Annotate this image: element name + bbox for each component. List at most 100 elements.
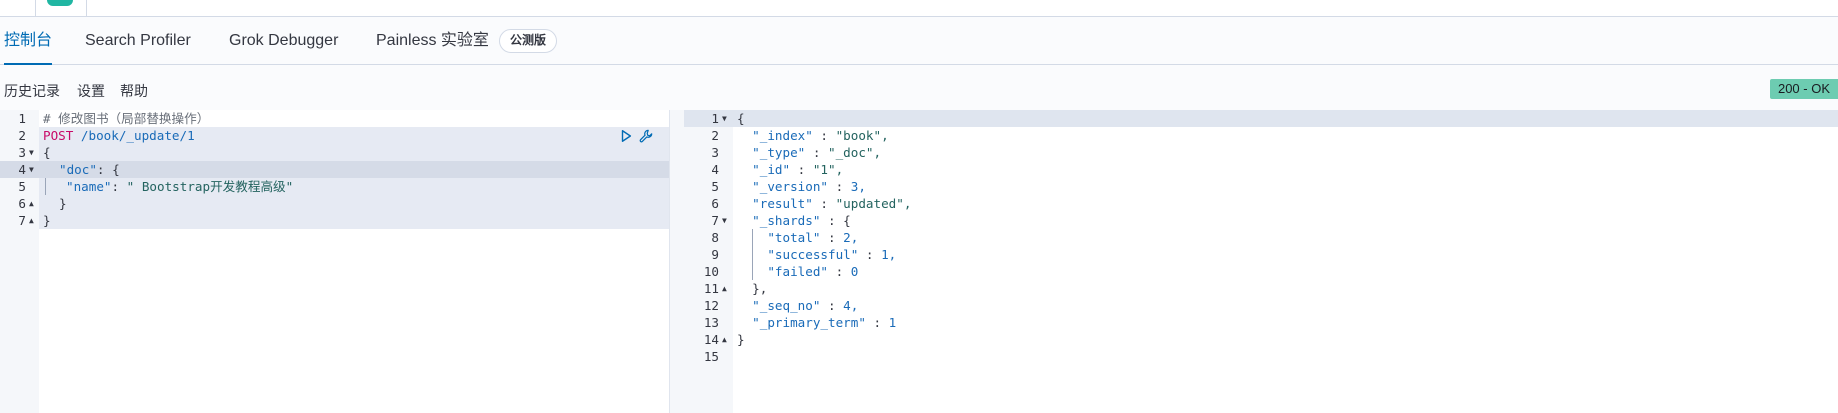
tab-bar: 控制台 Search Profiler Grok Debugger Painle… [0,17,1838,65]
json-string: "1", [812,162,844,177]
active-line-gutter [684,110,733,127]
status-badge: 200 - OK [1769,79,1838,99]
json-number: 2, [843,230,859,245]
json-punct: : [820,213,844,228]
response-line-11: }, [737,280,767,297]
active-line [733,110,1838,127]
fold-arrow-icon[interactable]: ▲ [722,284,727,293]
line-number: 14 [703,332,719,347]
json-key: "failed" [767,264,829,279]
console-menu: 历史记录 设置 帮助 200 - OK [0,65,1838,110]
json-number: 4, [843,298,859,313]
json-key: "_shards" [752,213,821,228]
json-punct: : [812,128,836,143]
json-string: "updated", [835,196,912,211]
active-line [39,161,669,178]
code-line-4: "doc": { [59,161,120,178]
response-line-10: "failed" : 0 [737,263,858,280]
brace: }, [752,281,768,296]
line-number: 6 [18,196,26,211]
line-number: 15 [703,349,719,364]
json-punct: : [820,298,844,313]
brace: { [43,145,51,160]
json-key: "_version" [752,179,828,194]
tab-grok-debugger[interactable]: Grok Debugger [229,32,339,49]
json-key: "_type" [752,145,806,160]
indent [737,264,767,279]
request-editor[interactable]: 1 2 3 ▼ 4 ▼ 5 6 ▲ 7 ▲ # 修改图书（局部替换操作） POS… [0,110,669,413]
json-punct: : [812,196,836,211]
settings-link[interactable]: 设置 [77,83,105,99]
play-icon[interactable] [619,129,633,143]
json-key: "_index" [752,128,813,143]
json-key: "result" [752,196,813,211]
line-number: 2 [18,128,26,143]
pane-resizer[interactable] [669,110,685,413]
tab-painless-lab[interactable]: Painless 实验室 [376,32,489,49]
response-line-4: "_id" : "1", [737,161,843,178]
json-punct: : { [96,162,120,177]
response-line-13: "_primary_term" : 1 [737,314,896,331]
json-punct: : [828,179,851,194]
line-number: 9 [711,247,719,262]
response-line-2: "_index" : "book", [737,127,889,144]
help-link[interactable]: 帮助 [120,83,148,99]
line-number: 11 [703,281,719,296]
fold-arrow-icon[interactable]: ▼ [722,114,727,123]
line-number: 1 [18,111,26,126]
fold-arrow-icon[interactable]: ▲ [29,216,34,225]
line-number: 4 [18,162,26,177]
json-key: "name" [66,179,112,194]
request-url: /book/_update/1 [73,128,195,143]
response-line-6: "result" : "updated", [737,195,911,212]
fold-arrow-icon[interactable]: ▼ [29,165,34,174]
indent [737,128,752,143]
line-number: 5 [711,179,719,194]
brace: } [59,196,67,211]
line-number: 10 [703,264,719,279]
code-line-2: POST /book/_update/1 [43,127,195,144]
comment-text: # 修改图书（局部替换操作） [43,111,210,126]
response-line-14: } [737,331,745,348]
response-code: { "_index" : "book", "_type" : "_doc", "… [733,110,1838,413]
response-line-1: { [737,110,745,127]
http-method: POST [43,128,74,143]
code-line-3: { [43,144,51,161]
history-link[interactable]: 历史记录 [4,83,60,99]
fold-arrow-icon[interactable]: ▲ [29,199,34,208]
tab-search-profiler[interactable]: Search Profiler [85,32,191,49]
request-code[interactable]: # 修改图书（局部替换操作） POST /book/_update/1 { "d… [39,110,669,413]
indent [737,247,767,262]
app-icon[interactable] [47,0,73,6]
brace: } [43,213,51,228]
indent [737,298,752,313]
response-line-8: "total" : 2, [737,229,858,246]
indent [737,315,752,330]
line-number: 5 [18,179,26,194]
fold-arrow-icon[interactable]: ▲ [722,335,727,344]
json-punct: : [858,247,882,262]
response-line-12: "_seq_no" : 4, [737,297,858,314]
indent [737,281,752,296]
line-number: 6 [711,196,719,211]
response-line-9: "successful" : 1, [737,246,896,263]
selected-request-block [39,127,669,229]
line-number: 13 [703,315,719,330]
brace: { [843,213,851,228]
tab-console[interactable]: 控制台 [4,17,53,65]
fold-arrow-icon[interactable]: ▼ [29,148,34,157]
json-punct: : [790,162,813,177]
json-key: "doc" [59,162,97,177]
code-line-5: "name": " Bootstrap开发教程高级" [66,178,293,195]
json-key: "_primary_term" [752,315,866,330]
json-string: "_doc", [828,145,882,160]
line-number: 7 [18,213,26,228]
wrench-icon[interactable] [639,129,653,143]
fold-arrow-icon[interactable]: ▼ [722,216,727,225]
response-line-5: "_version" : 3, [737,178,866,195]
line-number: 3 [711,145,719,160]
request-gutter: 1 2 3 ▼ 4 ▼ 5 6 ▲ 7 ▲ [0,110,39,413]
indent [737,162,752,177]
header-divider [86,0,87,16]
